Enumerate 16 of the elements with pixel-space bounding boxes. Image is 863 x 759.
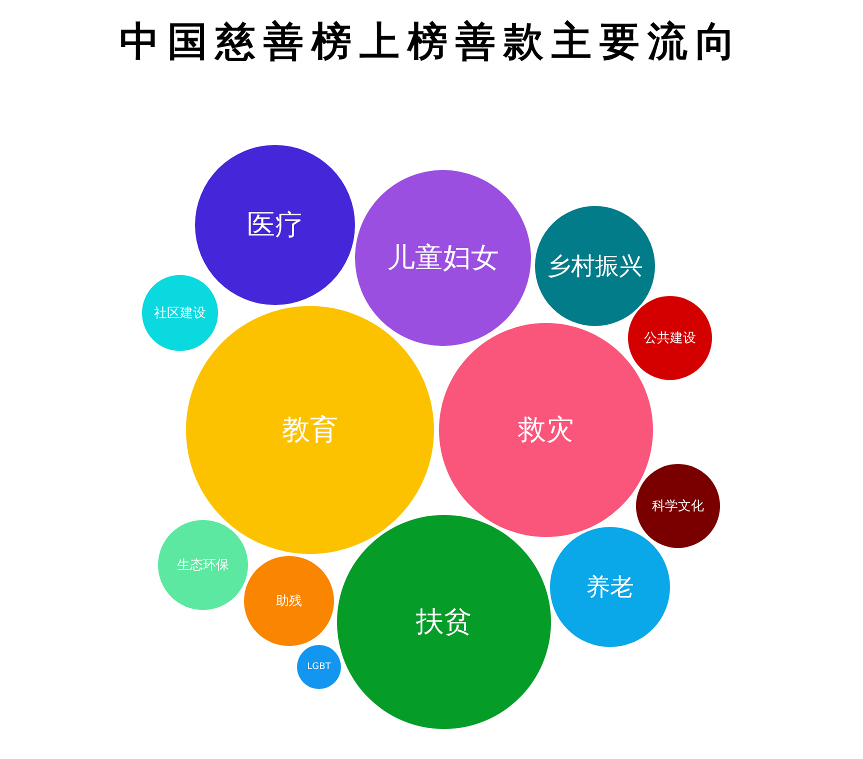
bubble-label: 教育 xyxy=(282,412,338,448)
category-bubble xyxy=(244,556,334,646)
bubble-label: 助残 xyxy=(276,593,302,610)
chart-title: 中国慈善榜上榜善款主要流向 xyxy=(118,18,744,67)
bubble-label: 救灾 xyxy=(518,412,574,448)
bubble-label: 扶贫 xyxy=(416,604,472,640)
bubble-label: 医疗 xyxy=(247,207,303,243)
bubble-label: 养老 xyxy=(586,572,634,603)
category-bubble xyxy=(297,645,341,689)
bubble-label: 儿童妇女 xyxy=(387,240,499,276)
bubble-label: 科学文化 xyxy=(652,498,704,515)
bubble-label: LGBT xyxy=(307,662,331,672)
bubble-label: 社区建设 xyxy=(154,305,206,322)
bubble-label: 乡村振兴 xyxy=(547,251,643,282)
bubble-label: 生态环保 xyxy=(177,557,229,574)
bubble-label: 公共建设 xyxy=(644,330,696,347)
